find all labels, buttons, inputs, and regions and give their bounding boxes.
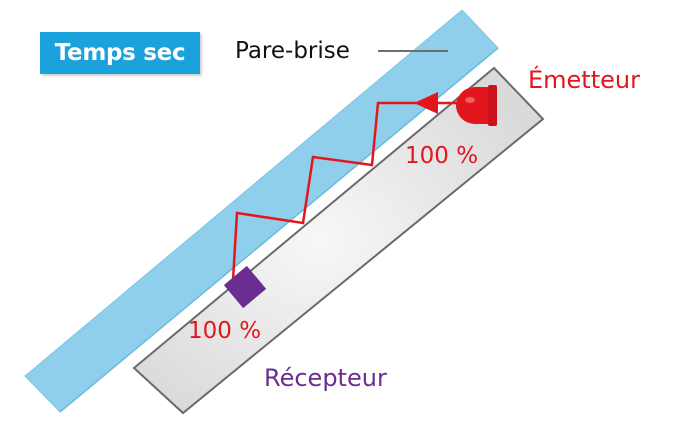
- emitter-intensity-label: 100 %: [405, 143, 479, 169]
- light-beam-path: [231, 101, 472, 282]
- emitter-led-icon: [456, 85, 497, 126]
- emitter-label: Émetteur: [528, 66, 640, 94]
- windshield-edge: [59, 47, 499, 413]
- receiver-intensity-label: 100 %: [188, 318, 262, 344]
- sensor-housing: [132, 66, 545, 415]
- beam-arrow-icon: [414, 92, 438, 114]
- receiver-label: Récepteur: [264, 364, 387, 392]
- receiver-icon: [223, 265, 267, 309]
- windshield-label: Pare-brise: [235, 38, 350, 64]
- condition-badge: Temps sec: [40, 32, 200, 74]
